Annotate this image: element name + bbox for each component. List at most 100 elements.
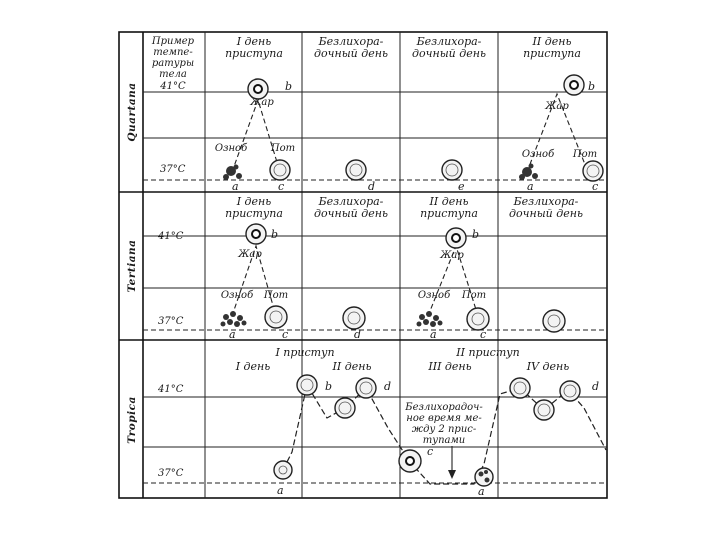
quartana-cell-e xyxy=(441,159,463,181)
tropica-cell-d2 xyxy=(559,380,581,402)
tropica-attack-1: I приступ xyxy=(274,346,334,359)
tertiana-letter-c-1: c xyxy=(282,328,288,341)
diagram-frame xyxy=(118,31,608,499)
tertiana-letter-b-2: b xyxy=(472,228,479,241)
tropica-temp-41: 41°C xyxy=(157,384,184,395)
tertiana-attack1-curve xyxy=(231,244,277,317)
quartana-cell-d xyxy=(345,159,367,181)
quartana-col3-line2: дочный день xyxy=(412,47,486,60)
tertiana-cell-d1 xyxy=(342,306,366,330)
tertiana-cell-b1 xyxy=(245,223,267,245)
tropica-cell-b2 xyxy=(509,377,531,399)
tropica-day-2: II день xyxy=(332,360,372,373)
tertiana-cell-c2 xyxy=(466,307,490,331)
tropica-letter-c: c xyxy=(427,445,433,458)
temperature-column: Пример темпе- ратуры тела 41°C 37°C 41°C… xyxy=(126,36,195,479)
quartana-label-zhar-2: Жар xyxy=(544,101,569,112)
quartana-letter-a-1: a xyxy=(232,180,239,193)
tropica-letter-a-2: a xyxy=(478,485,485,498)
tropica-letter-d-2: d xyxy=(592,380,599,393)
temp-header-line-3: ратуры xyxy=(152,58,194,69)
tropica-cell-c xyxy=(398,449,422,473)
tertiana-letter-a-1: a xyxy=(229,328,236,341)
tropica-cell-mid2 xyxy=(533,399,555,421)
tropica-day-1: I день xyxy=(235,360,271,373)
tropica-cell-d1 xyxy=(355,377,377,399)
tertiana-label-oznob-2: Озноб xyxy=(418,290,451,301)
quartana-cell-a2 xyxy=(519,163,538,180)
tertiana-cell-c1 xyxy=(264,305,288,329)
quartana-letter-e: e xyxy=(458,180,465,193)
quartana-letter-c-2: c xyxy=(592,180,598,193)
tertiana-col2-line1: Безлихора- xyxy=(318,195,384,208)
quartana-letter-a-2: a xyxy=(527,180,534,193)
tertiana-label-oznob-1: Озноб xyxy=(221,290,254,301)
tropica-cell-mid1 xyxy=(334,397,356,419)
tertiana-letter-b-1: b xyxy=(271,228,278,241)
tertiana-col2-line2: дочный день xyxy=(314,207,388,220)
tertiana-cell-b2 xyxy=(445,227,467,249)
tropica-attack-2: II приступ xyxy=(455,346,519,359)
tertiana-label-pot-1: Пот xyxy=(263,290,288,301)
quartana-col1-line2: приступа xyxy=(225,47,283,60)
tertiana-col1-line2: приступа xyxy=(225,207,283,220)
temp-header-line-2: темпе- xyxy=(153,47,193,58)
quartana-letter-b-2: b xyxy=(588,80,595,93)
tropica-temp-37: 37°C xyxy=(158,468,184,479)
tropica-cell-a1 xyxy=(273,460,293,480)
band-label-tertiana: Tertiana xyxy=(126,240,138,293)
tertiana-temp-37: 37°C xyxy=(158,316,184,327)
tertiana-cell-a1 xyxy=(220,311,247,327)
quartana-cell-c2 xyxy=(582,160,604,182)
quartana-col2-line2: дочный день xyxy=(314,47,388,60)
quartana-col4-line1: II день xyxy=(532,35,572,48)
quartana-label-oznob-2: Озноб xyxy=(522,149,555,160)
quartana-col2-line1: Безлихора- xyxy=(318,35,384,48)
quartana-temp-37: 37°C xyxy=(160,164,186,175)
tropica-interval-line-3: жду 2 прис- xyxy=(412,424,477,435)
tertiana-col1-line1: I день xyxy=(236,195,272,208)
tertiana-col4-line2: дочный день xyxy=(509,207,583,220)
quartana-label-zhar-1: Жар xyxy=(249,97,274,108)
quartana-cell-c1 xyxy=(269,159,291,181)
tropica-letter-a-1: a xyxy=(277,484,284,497)
quartana-letter-d: d xyxy=(368,180,375,193)
tertiana-col3-line1: II день xyxy=(429,195,469,208)
quartana-attack1-curve xyxy=(231,98,281,173)
tropica-cell-b1 xyxy=(296,374,318,396)
tertiana-label-zhar-2: Жар xyxy=(439,250,464,261)
tertiana-label-pot-2: Пот xyxy=(461,290,486,301)
tropica-interval-arrow xyxy=(448,446,456,479)
quartana-letter-c-1: c xyxy=(278,180,284,193)
tertiana-col3-line2: приступа xyxy=(420,207,478,220)
quartana-label-pot-1: Пот xyxy=(270,143,295,154)
band-label-quartana: Quartana xyxy=(126,82,138,141)
quartana-col4-line2: приступа xyxy=(523,47,581,60)
tropica-day-3: III день xyxy=(427,360,471,373)
tertiana-cell-d2 xyxy=(542,309,566,333)
tertiana-col4-line1: Безлихора- xyxy=(513,195,579,208)
tertiana-section: I день приступа Безлихора- дочный день I… xyxy=(143,195,607,341)
temp-header-line-4: тела xyxy=(159,69,187,80)
quartana-letter-b-1: b xyxy=(285,80,292,93)
tertiana-letter-d: d xyxy=(354,328,361,341)
tertiana-letter-a-2: a xyxy=(430,328,437,341)
quartana-col3-line1: Безлихора- xyxy=(416,35,482,48)
tropica-interval-line-4: тупами xyxy=(423,435,465,446)
tertiana-label-zhar-1: Жар xyxy=(237,249,262,260)
quartana-label-pot-2: Пот xyxy=(572,149,597,160)
tertiana-cell-a2 xyxy=(416,311,443,327)
temp-header-line-1: Пример xyxy=(151,36,195,47)
tropica-day-4: IV день xyxy=(526,360,570,373)
tropica-cell-a2 xyxy=(474,467,494,487)
quartana-col1-line1: I день xyxy=(236,35,272,48)
quartana-cell-a1 xyxy=(223,164,242,180)
quartana-label-oznob-1: Озноб xyxy=(215,143,248,154)
temp-header-41: 41°C xyxy=(159,81,186,92)
tertiana-temp-41: 41°C xyxy=(157,231,184,242)
quartana-cell-b2 xyxy=(563,74,585,96)
quartana-attack2-curve xyxy=(526,92,589,173)
tropica-interval-line-2: ное время ме- xyxy=(406,413,482,424)
tropica-letter-d-1: d xyxy=(384,380,391,393)
